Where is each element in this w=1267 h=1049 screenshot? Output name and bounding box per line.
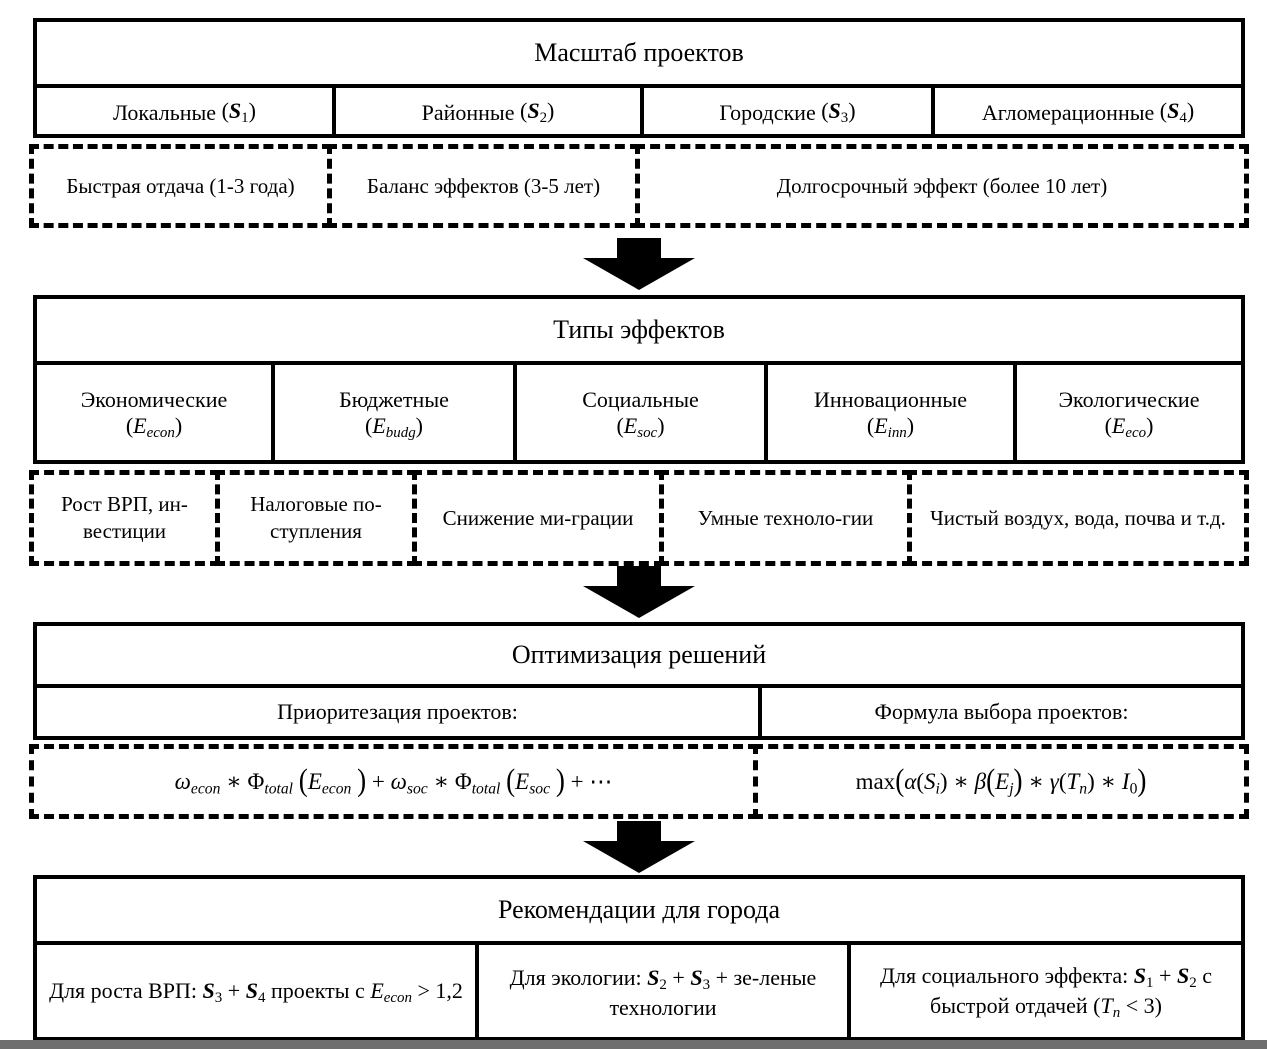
effect-item-econ[interactable]: Экономические (Eecon) <box>37 365 271 464</box>
effect-item-inn[interactable]: Инновационные (Einn) <box>764 365 1013 464</box>
block-scale-of-projects: Масштаб проектов Локальные (S1) Районные… <box>33 18 1245 138</box>
scale-item-s1-symbol: (S1) <box>216 98 256 127</box>
effect-example-budg[interactable]: Налоговые по-ступления <box>215 470 417 566</box>
scale-item-s1-label: Локальные <box>113 100 217 126</box>
optimization-title-row: Оптимизация решений <box>37 626 1241 684</box>
formula-prioritization[interactable]: ωecon ∗ Φtotal (Eecon ) + ωsoc ∗ Φtotal … <box>29 744 758 819</box>
effect-item-inn-symbol: (Einn) <box>866 412 915 441</box>
scale-item-s4[interactable]: Агломерационные (S4) <box>931 88 1241 138</box>
horizon-cell-balanced[interactable]: Баланс эффектов (3-5 лет) <box>327 144 640 228</box>
block-decision-optimization: Оптимизация решений Приоритезация проект… <box>33 622 1245 740</box>
scale-item-s4-label: Агломерационные <box>981 100 1155 126</box>
arrow-shaft <box>617 566 661 588</box>
effect-item-econ-label: Экономические <box>80 386 228 412</box>
optimization-title: Оптимизация решений <box>511 639 767 669</box>
scale-item-s3-label: Городские <box>719 100 816 126</box>
down-arrow-icon-3 <box>583 821 695 873</box>
horizon-row: Быстрая отдача (1-3 года) Баланс эффекто… <box>29 144 1249 228</box>
effect-example-inn[interactable]: Умные техноло-гии <box>659 470 912 566</box>
recommendation-gdp-growth[interactable]: Для роста ВРП: S3 + S4 проекты с Eecon >… <box>37 945 475 1041</box>
recommendation-gdp-growth-text: Для роста ВРП: S3 + S4 проекты с Eecon >… <box>49 978 463 1007</box>
effect-example-eco[interactable]: Чистый воздух, вода, почва и т.д. <box>907 470 1249 566</box>
scale-items-row: Локальные (S1) Районные (S2) Городские (… <box>37 84 1241 138</box>
scale-title: Масштаб проектов <box>534 37 744 67</box>
scale-item-s2[interactable]: Районные (S2) <box>332 88 640 138</box>
recommendation-social-text: Для социального эффекта: S1 + S2 с быстр… <box>880 963 1212 1022</box>
effect-item-eco-symbol: (Eeco) <box>1104 412 1154 441</box>
effect-item-soc-label: Социальные <box>582 386 699 412</box>
formula-selection-text: max(α(Si) ∗ β(Ej) ∗ γ(Tn) ∗ I0) <box>855 762 1147 798</box>
optimization-formula-row: ωecon ∗ Φtotal (Eecon ) + ωsoc ∗ Φtotal … <box>29 744 1249 819</box>
scale-item-s2-label: Районные <box>421 100 515 126</box>
block-city-recommendations: Рекомендации для города Для роста ВРП: S… <box>33 875 1245 1041</box>
effect-example-econ[interactable]: Рост ВРП, ин-вестиции <box>29 470 220 566</box>
scale-item-s1[interactable]: Локальные (S1) <box>37 88 332 138</box>
block-effect-types: Типы эффектов Экономические (Eecon) Бюдж… <box>33 295 1245 464</box>
effect-item-soc-symbol: (Esoc) <box>616 412 665 441</box>
recommendations-title: Рекомендации для города <box>497 894 781 924</box>
bottom-divider <box>0 1040 1267 1049</box>
recommendations-items-row: Для роста ВРП: S3 + S4 проекты с Eecon >… <box>37 941 1241 1041</box>
formula-prioritization-text: ωecon ∗ Φtotal (Eecon ) + ωsoc ∗ Φtotal … <box>174 762 613 798</box>
down-arrow-icon-2 <box>583 566 695 618</box>
recommendation-ecology-text: Для экологии: S2 + S3 + зе-леные техноло… <box>509 965 817 1020</box>
optimization-columns-row: Приоритезация проектов: Формула выбора п… <box>37 684 1241 736</box>
effect-example-soc[interactable]: Снижение ми-грации <box>412 470 664 566</box>
horizon-cell-fast[interactable]: Быстрая отдача (1-3 года) <box>29 144 332 228</box>
optimization-column-selection-formula[interactable]: Формула выбора проектов: <box>758 688 1241 736</box>
effects-items-row: Экономические (Eecon) Бюджетные (Ebudg) … <box>37 361 1241 464</box>
optimization-column-prioritization[interactable]: Приоритезация проектов: <box>277 699 518 725</box>
formula-selection[interactable]: max(α(Si) ∗ β(Ej) ∗ γ(Tn) ∗ I0) <box>753 744 1249 819</box>
arrow-shaft <box>617 238 661 260</box>
recommendations-title-row: Рекомендации для города <box>37 879 1241 941</box>
effects-title: Типы эффектов <box>553 314 725 344</box>
arrow-head <box>583 841 695 873</box>
recommendation-social[interactable]: Для социального эффекта: S1 + S2 с быстр… <box>847 945 1241 1041</box>
effect-item-budg-symbol: (Ebudg) <box>364 412 423 441</box>
down-arrow-icon-1 <box>583 238 695 290</box>
effect-item-budg[interactable]: Бюджетные (Ebudg) <box>271 365 513 464</box>
scale-item-s3[interactable]: Городские (S3) <box>640 88 931 138</box>
effects-title-row: Типы эффектов <box>37 299 1241 361</box>
effect-item-soc[interactable]: Социальные (Esoc) <box>513 365 764 464</box>
recommendation-ecology[interactable]: Для экологии: S2 + S3 + зе-леные техноло… <box>475 945 847 1041</box>
arrow-shaft <box>617 821 661 843</box>
arrow-head <box>583 258 695 290</box>
effect-item-eco[interactable]: Экологические (Eeco) <box>1013 365 1241 464</box>
effect-examples-row: Рост ВРП, ин-вестиции Налоговые по-ступл… <box>29 470 1249 566</box>
scale-item-s2-symbol: (S2) <box>514 98 555 127</box>
scale-title-row: Масштаб проектов <box>37 22 1241 84</box>
horizon-cell-longterm[interactable]: Долгосрочный эффект (более 10 лет) <box>635 144 1249 228</box>
effect-item-econ-symbol: (Eecon) <box>125 412 183 441</box>
scale-item-s4-symbol: (S4) <box>1154 98 1195 127</box>
arrow-head <box>583 586 695 618</box>
scale-item-s3-symbol: (S3) <box>815 98 856 127</box>
effect-item-eco-label: Экологические <box>1058 386 1200 412</box>
effect-item-budg-label: Бюджетные <box>339 386 449 412</box>
effect-item-inn-label: Инновационные <box>814 386 967 412</box>
